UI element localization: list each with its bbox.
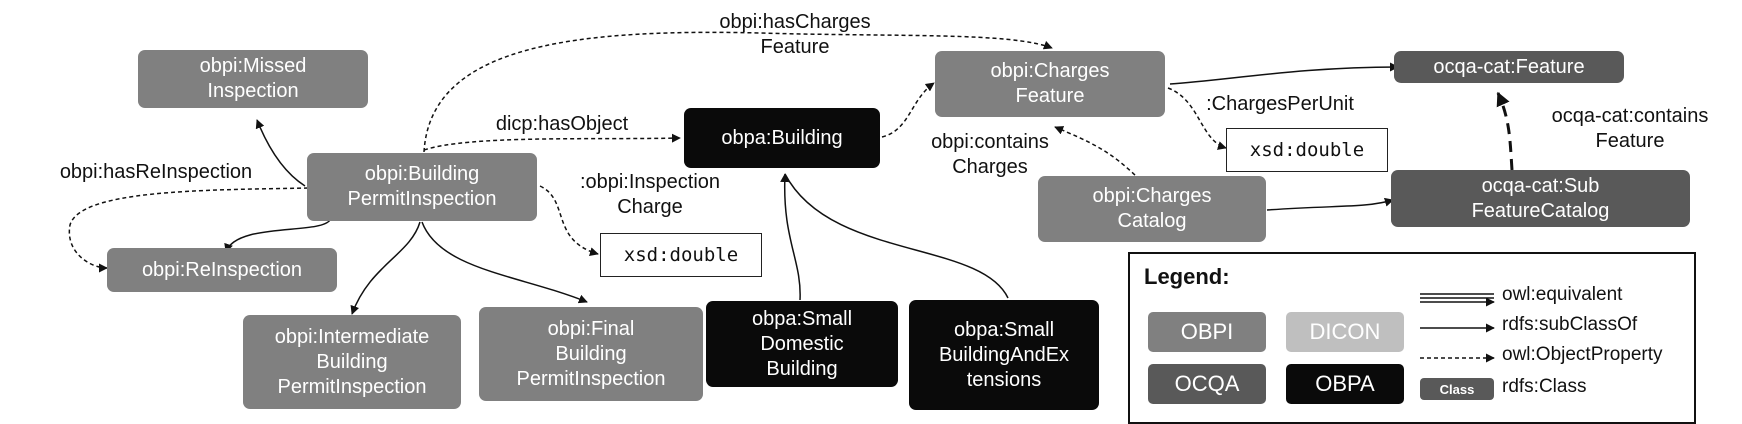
legend-swatch-ocqa: OCQA bbox=[1148, 364, 1266, 404]
legend-label-equivalent: owl:equivalent bbox=[1502, 284, 1623, 305]
edge-contains-feature bbox=[1496, 91, 1514, 171]
edge-subclass-small-ext bbox=[784, 173, 1009, 299]
node-reinspection[interactable]: obpi:ReInspection bbox=[107, 248, 337, 292]
edge-has-object bbox=[423, 133, 681, 151]
literal-xsd-double-charges[interactable]: xsd:double bbox=[1226, 128, 1388, 172]
legend-swatch-dicon: DICON bbox=[1286, 312, 1404, 352]
legend-line-samples bbox=[1420, 293, 1495, 363]
legend-swatch-obpa: OBPA bbox=[1286, 364, 1404, 404]
edge-contains-charges bbox=[1054, 126, 1141, 181]
edge-has-charges-feature bbox=[423, 31, 1053, 153]
node-ocqa-feature[interactable]: ocqa-cat:Feature bbox=[1394, 51, 1624, 83]
legend-title: Legend: bbox=[1144, 264, 1230, 289]
node-charges-catalog[interactable]: obpi:Charges Catalog bbox=[1038, 176, 1266, 242]
legend-swatch-obpi: OBPI bbox=[1148, 312, 1266, 352]
node-small-building-extensions[interactable]: obpa:Small BuildingAndEx tensions bbox=[909, 300, 1099, 410]
node-small-domestic-building[interactable]: obpa:Small Domestic Building bbox=[706, 301, 898, 387]
edge-subclass-ocqa-feature bbox=[1169, 62, 1399, 85]
legend-label-object-property: owl:ObjectProperty bbox=[1502, 344, 1663, 365]
label-has-object: dicp:hasObject bbox=[495, 113, 629, 135]
label-contains-feature: ocqa-cat:contains Feature bbox=[1551, 105, 1709, 152]
edge-has-reinspection bbox=[68, 187, 309, 273]
legend-label-class: rdfs:Class bbox=[1502, 376, 1587, 397]
edge-subclass-missed bbox=[255, 119, 306, 187]
edge-subclass-intermediate bbox=[350, 221, 421, 315]
edge-subclass-sub-catalog bbox=[1266, 197, 1394, 211]
edge-inspection-charge bbox=[539, 185, 599, 257]
edge-charges-per-unit bbox=[1167, 87, 1227, 150]
node-charges-feature[interactable]: obpi:Charges Feature bbox=[935, 51, 1165, 117]
label-has-charges-feature: obpi:hasCharges Feature bbox=[719, 11, 871, 58]
node-missed-inspection[interactable]: obpi:Missed Inspection bbox=[138, 50, 368, 108]
literal-xsd-double-inspection[interactable]: xsd:double bbox=[600, 233, 762, 277]
legend-class-badge: Class bbox=[1420, 378, 1494, 400]
node-intermediate-inspection[interactable]: obpi:Intermediate Building PermitInspect… bbox=[243, 315, 461, 409]
legend: Legend: OBPI DICON OCQA OBPA owl:equival… bbox=[1128, 252, 1696, 424]
node-sub-feature-catalog[interactable]: ocqa-cat:Sub FeatureCatalog bbox=[1391, 170, 1690, 227]
node-building[interactable]: obpa:Building bbox=[684, 108, 880, 168]
label-has-reinspection: obpi:hasReInspection bbox=[59, 161, 253, 183]
node-final-inspection[interactable]: obpi:Final Building PermitInspection bbox=[479, 307, 703, 401]
edge-subclass-reinspection bbox=[224, 219, 331, 253]
legend-label-subclass: rdfs:subClassOf bbox=[1502, 314, 1638, 335]
label-charges-per-unit: :ChargesPerUnit bbox=[1206, 93, 1354, 115]
label-contains-charges: obpi:contains Charges bbox=[931, 131, 1049, 178]
label-inspection-charge: :obpi:Inspection Charge bbox=[579, 171, 721, 218]
node-building-permit-inspection[interactable]: obpi:Building PermitInspection bbox=[307, 153, 537, 221]
edge-subclass-final bbox=[421, 221, 588, 304]
edge-building-charges bbox=[881, 82, 935, 138]
edge-subclass-small-domestic bbox=[780, 173, 801, 301]
